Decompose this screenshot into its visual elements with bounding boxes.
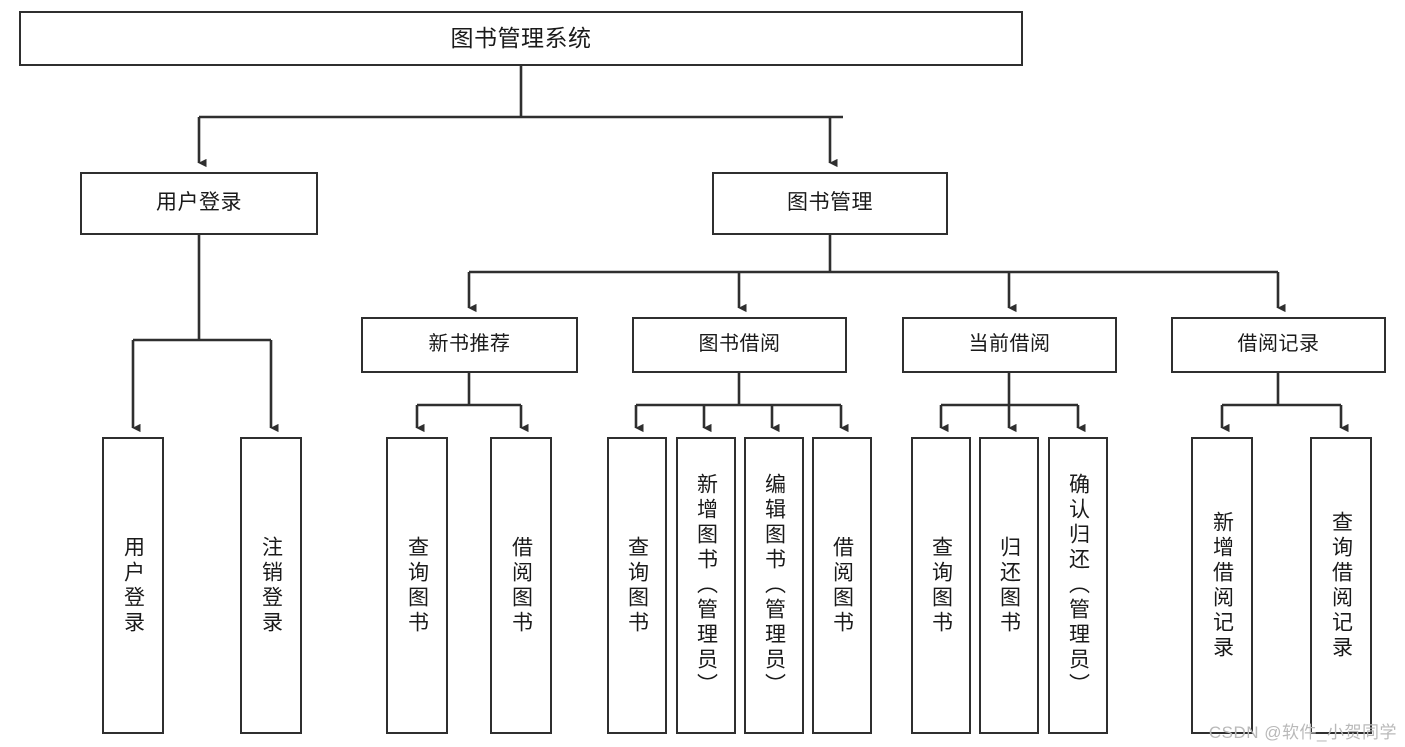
- node-book-borrow-label: 图书借阅: [698, 333, 781, 356]
- leaf-add-book-label: 新增图书（管理员）: [694, 473, 718, 698]
- leaf-return-book-label: 归还图书: [997, 535, 1021, 636]
- leaf-return-book[interactable]: 归还图书: [979, 437, 1039, 734]
- leaf-query-book-3-label: 查询图书: [929, 535, 953, 636]
- leaf-query-record[interactable]: 查询借阅记录: [1310, 437, 1372, 734]
- node-user-login[interactable]: 用户登录: [80, 172, 318, 235]
- node-current-borrow[interactable]: 当前借阅: [902, 317, 1117, 373]
- leaf-query-book-1[interactable]: 查询图书: [386, 437, 448, 734]
- node-book-management[interactable]: 图书管理: [712, 172, 948, 235]
- leaf-query-book-2-label: 查询图书: [625, 535, 649, 636]
- leaf-add-record-label: 新增借阅记录: [1210, 510, 1234, 661]
- node-current-borrow-label: 当前借阅: [968, 333, 1051, 356]
- leaf-confirm-return[interactable]: 确认归还（管理员）: [1048, 437, 1108, 734]
- leaf-add-book[interactable]: 新增图书（管理员）: [676, 437, 736, 734]
- leaf-query-record-label: 查询借阅记录: [1329, 510, 1353, 661]
- node-root[interactable]: 图书管理系统: [19, 11, 1023, 66]
- leaf-edit-book-label: 编辑图书（管理员）: [762, 473, 786, 698]
- leaf-query-book-3[interactable]: 查询图书: [911, 437, 971, 734]
- leaf-logout[interactable]: 注销登录: [240, 437, 302, 734]
- leaf-borrow-book-1[interactable]: 借阅图书: [490, 437, 552, 734]
- leaf-query-book-1-label: 查询图书: [405, 535, 429, 636]
- leaf-confirm-return-label: 确认归还（管理员）: [1066, 473, 1090, 698]
- node-book-borrow[interactable]: 图书借阅: [632, 317, 847, 373]
- leaf-edit-book[interactable]: 编辑图书（管理员）: [744, 437, 804, 734]
- node-user-login-label: 用户登录: [156, 191, 242, 215]
- leaf-query-book-2[interactable]: 查询图书: [607, 437, 667, 734]
- node-new-book-recommend[interactable]: 新书推荐: [361, 317, 578, 373]
- leaf-add-record[interactable]: 新增借阅记录: [1191, 437, 1253, 734]
- leaf-logout-label: 注销登录: [259, 535, 283, 636]
- leaf-borrow-book-2-label: 借阅图书: [830, 535, 854, 636]
- node-borrow-record-label: 借阅记录: [1237, 333, 1320, 356]
- node-borrow-record[interactable]: 借阅记录: [1171, 317, 1386, 373]
- leaf-borrow-book-2[interactable]: 借阅图书: [812, 437, 872, 734]
- leaf-user-login[interactable]: 用户登录: [102, 437, 164, 734]
- watermark: CSDN @软件_小贺同学: [1208, 723, 1397, 742]
- node-new-book-recommend-label: 新书推荐: [428, 333, 511, 356]
- node-book-management-label: 图书管理: [787, 191, 873, 215]
- leaf-user-login-label: 用户登录: [121, 535, 145, 636]
- leaf-borrow-book-1-label: 借阅图书: [509, 535, 533, 636]
- node-root-label: 图书管理系统: [450, 24, 592, 51]
